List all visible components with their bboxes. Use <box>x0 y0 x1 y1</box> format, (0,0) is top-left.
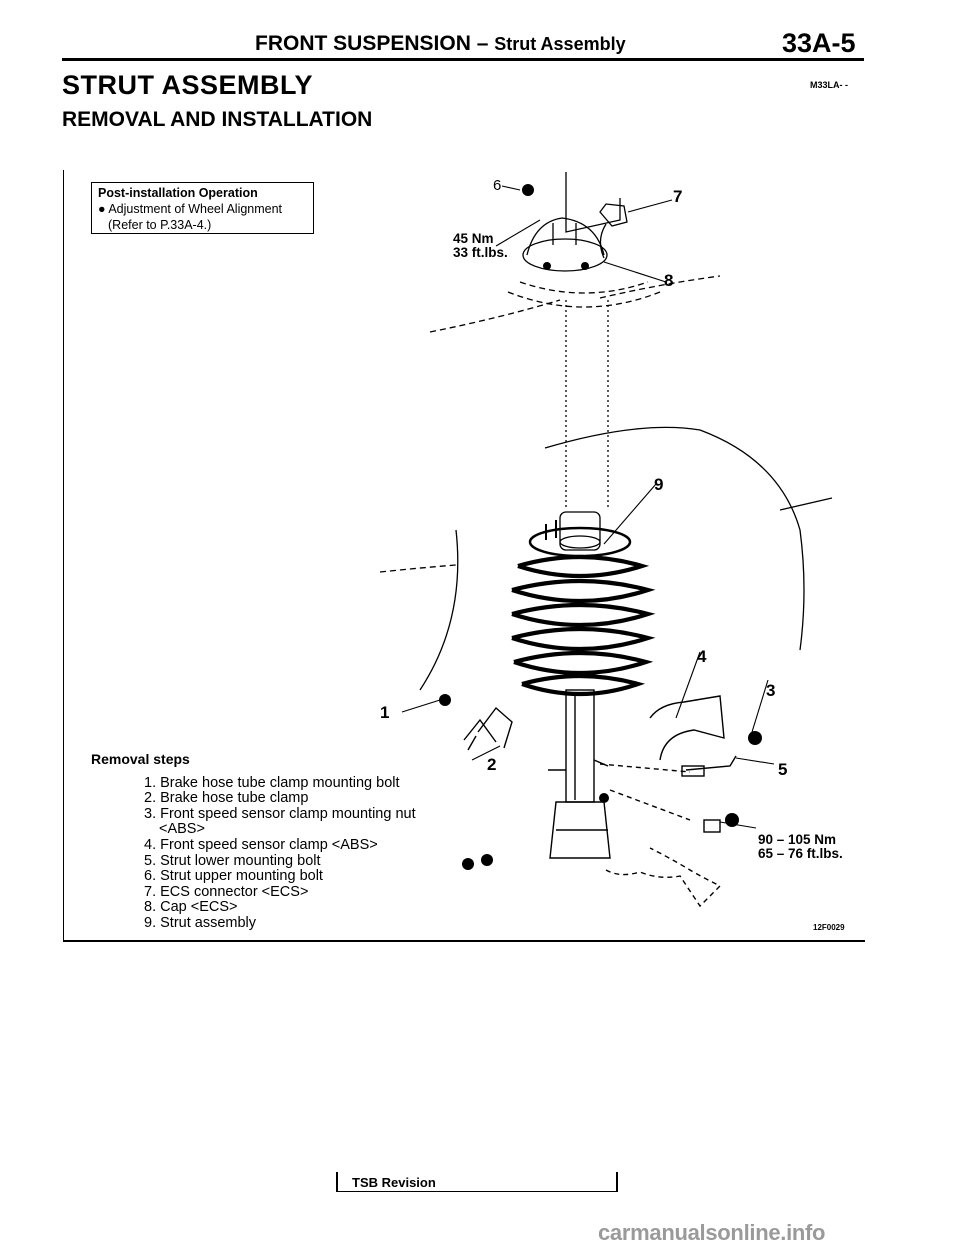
removal-step: 6. Strut upper mounting bolt <box>144 868 323 885</box>
post-installation-title: Post-installation Operation <box>98 186 258 200</box>
header-dash: – <box>470 32 495 55</box>
leader-lines <box>401 185 775 829</box>
strut-lower-bracket <box>549 801 611 859</box>
header-section: FRONT SUSPENSION <box>255 32 471 55</box>
speed-sensor-clamp <box>649 695 725 761</box>
brake-hose-clamp <box>477 706 513 749</box>
callout-5: 5 <box>778 760 787 779</box>
removal-step: 3. Front speed sensor clamp mounting nut <box>144 805 416 822</box>
post-installation-box: Post-installation Operation ● Adjustment… <box>91 182 314 234</box>
callout-6: 6 <box>493 177 501 194</box>
figure-frame-left <box>63 170 64 940</box>
callout-2: 2 <box>487 755 496 774</box>
removal-step: 7. ECS connector <ECS> <box>144 883 309 900</box>
callouts: 1 2 3 4 5 6 7 8 9 <box>380 177 787 779</box>
ecs-connector <box>599 203 628 227</box>
section-code: M33LA- - <box>810 80 848 90</box>
header-subsection: Strut Assembly <box>494 34 626 54</box>
upper-mount-bracket <box>565 172 621 233</box>
removal-step-continuation: <ABS> <box>159 821 205 838</box>
removal-steps-list: 1. Brake hose tube clamp mounting bolt 2… <box>91 774 416 932</box>
removal-steps: Removal steps 1. Brake hose tube clamp m… <box>91 751 416 932</box>
removal-step: 8. Cap <ECS> <box>144 899 238 916</box>
removal-step: 1. Brake hose tube clamp mounting bolt <box>144 774 400 791</box>
torque-upper-ftlbs: 33 ft.lbs. <box>453 245 508 260</box>
strut-top-mount <box>559 511 601 551</box>
callout-8: 8 <box>664 271 673 290</box>
fender-arch <box>544 426 805 651</box>
tsb-revision-label: TSB Revision <box>352 1175 436 1190</box>
lower-mount-bolt <box>685 755 737 771</box>
removal-step: 4. Front speed sensor clamp <ABS> <box>144 836 378 853</box>
removal-step: 5. Strut lower mounting bolt <box>144 852 321 869</box>
torque-upper: 45 Nm 33 ft.lbs. <box>453 232 508 260</box>
torque-lower-ftlbs: 65 – 76 ft.lbs. <box>758 846 843 861</box>
page-number: 33A-5 <box>782 28 856 58</box>
callout-9: 9 <box>654 475 663 494</box>
page-header-title: FRONT SUSPENSION – Strut Assembly <box>255 32 626 56</box>
figure-code: 12F0029 <box>813 923 845 932</box>
torque-lower-nm: 90 – 105 Nm <box>758 832 837 847</box>
header-rule <box>62 58 864 61</box>
callout-4: 4 <box>697 647 707 666</box>
strut-cap <box>522 238 608 272</box>
removal-step: 9. Strut assembly <box>144 914 257 931</box>
callout-1: 1 <box>380 703 389 722</box>
removal-step: 2. Brake hose tube clamp <box>144 790 309 807</box>
torque-upper-nm: 45 Nm <box>453 231 494 246</box>
tsb-revision-box: TSB Revision <box>336 1172 618 1192</box>
figure-frame-bottom <box>63 940 865 942</box>
callout-7: 7 <box>673 187 682 206</box>
post-installation-item: ● Adjustment of Wheel Alignment <box>98 202 283 216</box>
removal-steps-heading: Removal steps <box>91 751 190 767</box>
callout-3: 3 <box>766 681 775 700</box>
strut-body <box>565 689 595 803</box>
section-title: STRUT ASSEMBLY <box>62 70 314 100</box>
subsection-title: REMOVAL AND INSTALLATION <box>62 108 373 131</box>
fasteners <box>439 184 762 870</box>
torque-lower: 90 – 105 Nm 65 – 76 ft.lbs. <box>758 833 843 861</box>
post-installation-ref: (Refer to P.33A-4.) <box>108 218 212 232</box>
coil-spring <box>511 554 656 697</box>
site-watermark: carmanualsonline.info <box>598 1220 826 1245</box>
